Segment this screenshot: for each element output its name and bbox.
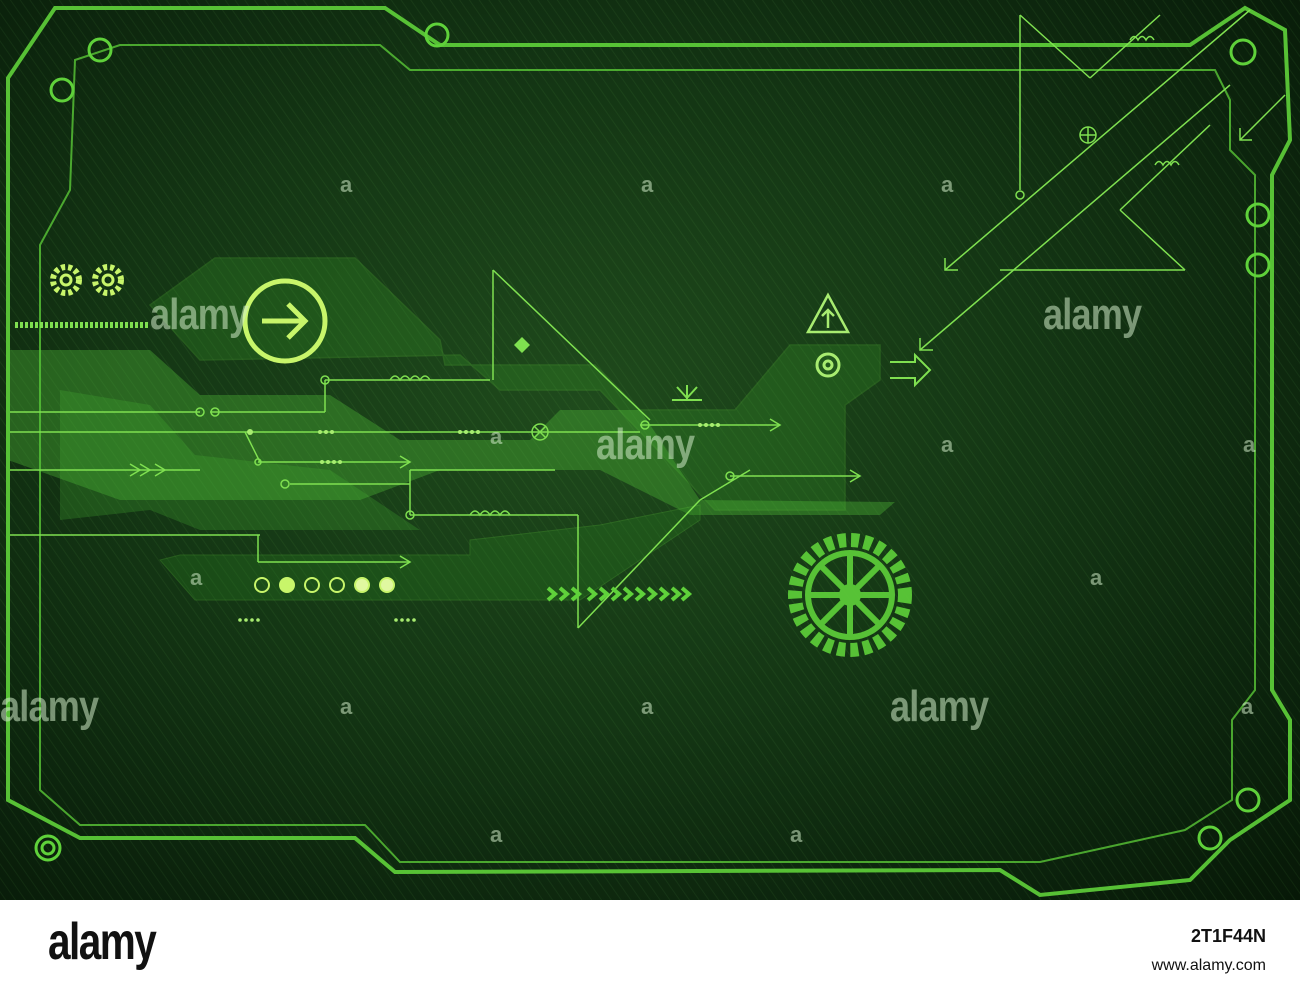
watermark-text: alamy	[890, 682, 989, 731]
schematic-top-right	[919, 9, 1286, 351]
band-lower	[60, 390, 420, 530]
indicator-dots	[254, 577, 395, 593]
gear-icon-large	[788, 533, 912, 657]
watermark-mark: a	[641, 694, 653, 719]
hud-artwork: a a a alamy alamy a alamy a a a a alamy …	[0, 0, 1300, 900]
watermark-mark: a	[1090, 565, 1102, 590]
outer-frame	[6, 5, 1293, 898]
alamy-logo: alamy	[48, 913, 157, 971]
chevron-arrows-icon	[546, 586, 693, 602]
band-bottom	[159, 504, 701, 601]
watermark-mark: a	[190, 565, 202, 590]
warning-triangle-icon	[805, 292, 851, 334]
watermark-mark: a	[1243, 432, 1255, 457]
site-url: www.alamy.com	[1151, 957, 1266, 974]
watermark-mark: a	[941, 172, 953, 197]
double-arrow-icon	[890, 352, 932, 388]
band-middle	[8, 350, 895, 515]
footer-bar	[0, 900, 1300, 989]
image-info: 2T1F44N www.alamy.com	[1152, 926, 1266, 975]
arrow-circle-icon	[242, 278, 328, 364]
watermark-text: alamy	[150, 290, 249, 339]
watermark-text: alamy	[1043, 290, 1142, 339]
watermark-text: alamy	[596, 420, 695, 469]
diamond-icon	[514, 337, 530, 353]
watermark-mark: a	[340, 694, 352, 719]
watermark-mark: a	[1241, 694, 1253, 719]
circuit-nodes	[195, 375, 735, 520]
frame-holes	[34, 22, 1271, 862]
watermark-mark: a	[490, 822, 502, 847]
coils	[389, 35, 1180, 517]
watermark-mark: a	[790, 822, 802, 847]
bead-dots	[238, 423, 720, 622]
watermark-mark: a	[641, 172, 653, 197]
image-id: 2T1F44N	[1190, 926, 1266, 946]
burst-icon	[672, 385, 702, 401]
watermark-mark: a	[340, 172, 352, 197]
hud-graphic	[0, 0, 1300, 900]
gear-icon-small	[815, 352, 841, 378]
watermark-mark: a	[490, 424, 502, 449]
gear-icon-left	[50, 264, 124, 296]
band-upper	[148, 257, 881, 511]
watermark-mark: a	[941, 432, 953, 457]
inner-frame	[39, 44, 1256, 863]
arrowheads	[129, 418, 862, 569]
watermark-text: alamy	[0, 682, 99, 731]
